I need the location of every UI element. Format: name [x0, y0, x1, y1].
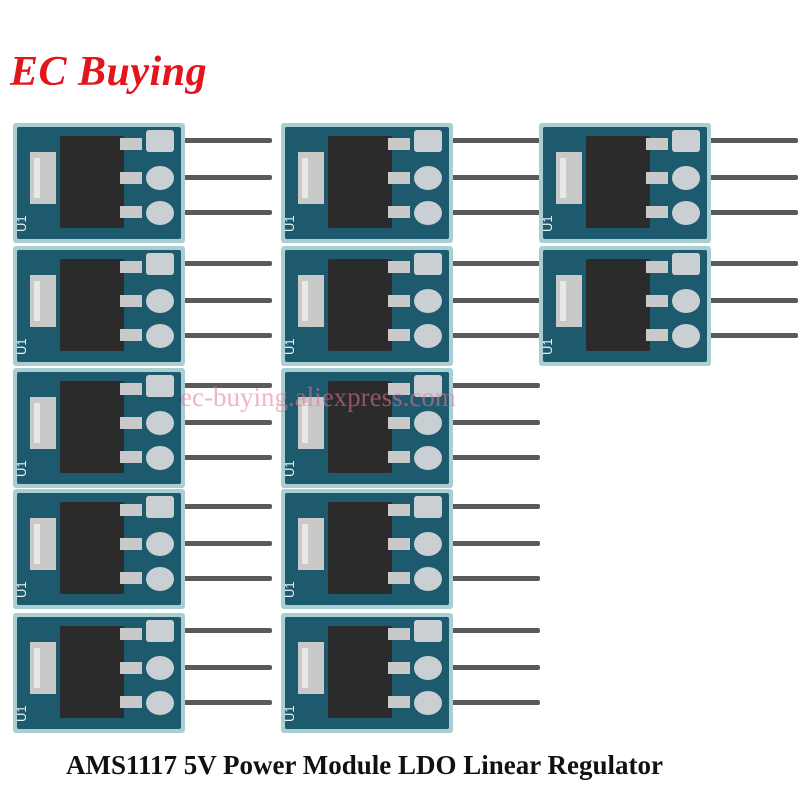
silkscreen-u1: U1	[14, 338, 29, 355]
silkscreen-u1: U1	[14, 460, 29, 477]
brand-logo: EC Buying	[10, 49, 208, 95]
silkscreen-u1: U1	[540, 338, 555, 355]
silkscreen-u1: U1	[282, 460, 297, 477]
ams1117-module: U1	[13, 123, 272, 243]
ams1117-module: U1	[13, 613, 272, 733]
silkscreen-u1: U1	[14, 705, 29, 722]
ams1117-module: U1	[281, 489, 540, 609]
ams1117-module: U1	[281, 613, 540, 733]
silkscreen-u1: U1	[14, 581, 29, 598]
silkscreen-u1: U1	[282, 338, 297, 355]
ams1117-module: U1	[13, 489, 272, 609]
ams1117-module: U1	[281, 123, 540, 243]
ams1117-module: U1	[281, 368, 540, 488]
silkscreen-u1: U1	[14, 215, 29, 232]
ams1117-module: U1	[13, 368, 272, 488]
silkscreen-u1: U1	[282, 581, 297, 598]
silkscreen-u1: U1	[282, 215, 297, 232]
ams1117-module: U1	[13, 246, 272, 366]
product-caption: AMS1117 5V Power Module LDO Linear Regul…	[66, 750, 663, 780]
silkscreen-u1: U1	[282, 705, 297, 722]
ams1117-module: U1	[539, 123, 798, 243]
watermark: ec-buying.aliexpress.com	[180, 382, 456, 412]
ams1117-module: U1	[281, 246, 540, 366]
silkscreen-u1: U1	[540, 215, 555, 232]
ams1117-module: U1	[539, 246, 798, 366]
